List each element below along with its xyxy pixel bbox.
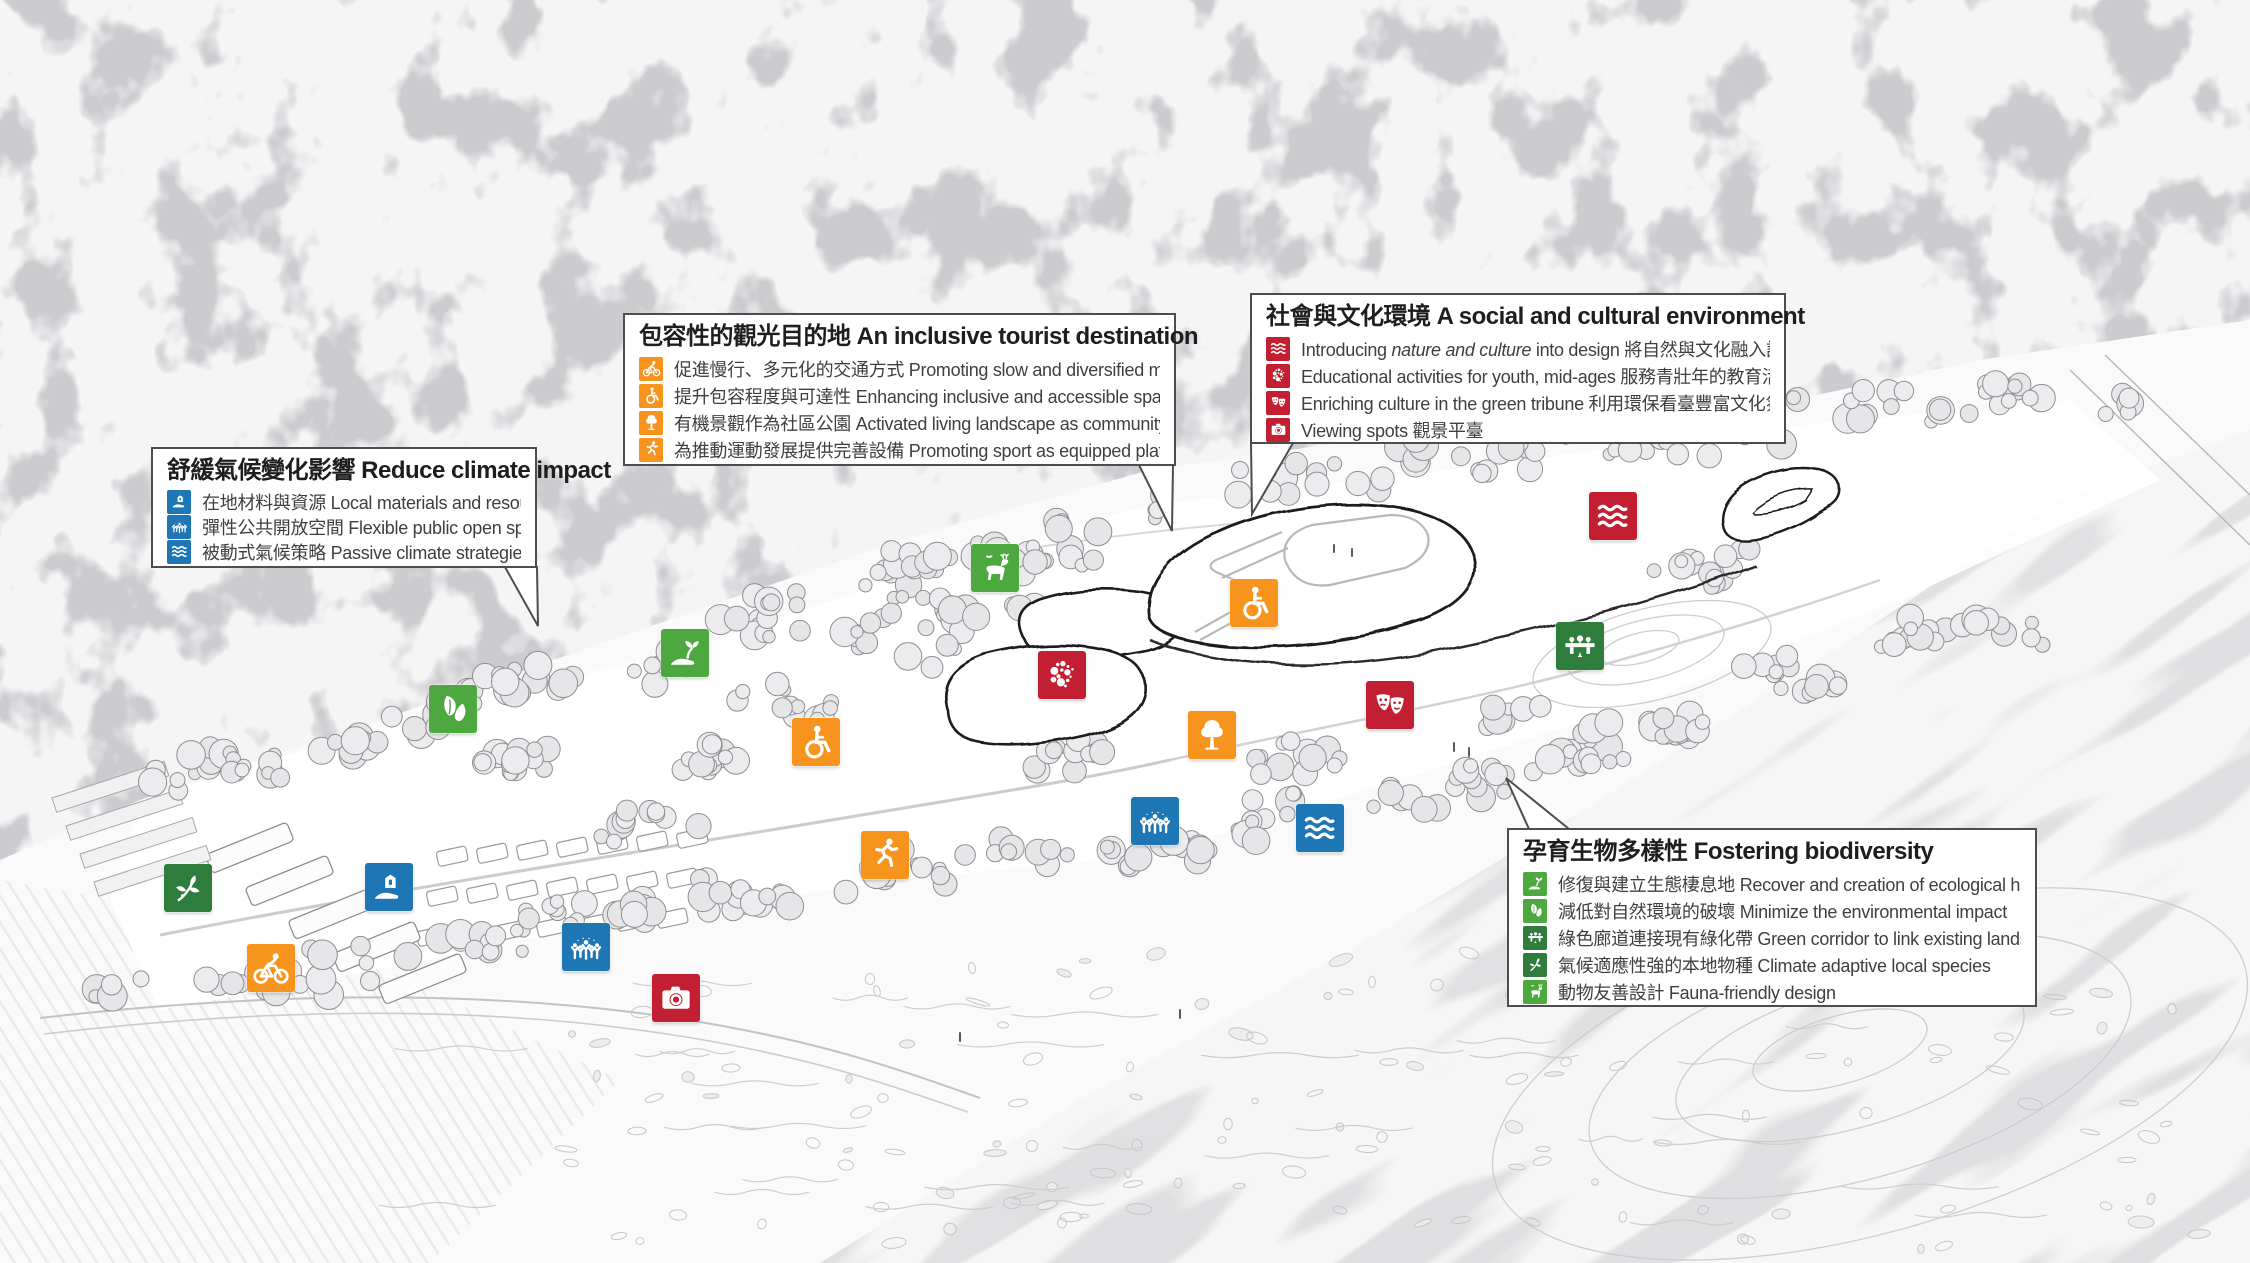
people-marks: [959, 544, 1470, 1042]
runner-map-icon: [861, 831, 909, 879]
legend-inclusive-tourist-destination: 包容性的觀光目的地 An inclusive tourist destinati…: [623, 313, 1199, 466]
legend-title: 孕育生物多樣性 Fostering biodiversity: [1523, 838, 1934, 865]
hand-sprout-icon: [1523, 871, 1547, 896]
leaves-icon: [1523, 898, 1547, 923]
wheelchair-map-icon: [792, 718, 840, 766]
legend-item-text: Enriching culture in the green tribune 利…: [1301, 393, 1770, 414]
dots-map-icon: [1038, 651, 1086, 699]
legend-item-text: Viewing spots 觀景平臺: [1301, 420, 1484, 441]
black-edge-path: [1149, 563, 1756, 666]
legend-item: 動物友善設計 Fauna-friendly design: [1523, 978, 2021, 1005]
legend-item: Educational activities for youth, mid-ag…: [1266, 362, 1770, 389]
leaves-map-icon: [429, 685, 477, 733]
legend-item-text: 綠色廊道連接現有綠化帶 Green corridor to link exist…: [1558, 928, 2021, 949]
legend-item: Viewing spots 觀景平臺: [1266, 416, 1770, 443]
legend-item: 在地材料與資源 Local materials and resources: [167, 489, 521, 514]
waves-map-icon: [1296, 804, 1344, 852]
hand-sprout-map-icon: [661, 629, 709, 677]
tree-icon: [639, 410, 663, 435]
crowd-map-icon: [562, 923, 610, 971]
legend-social-cultural-environment: 社會與文化環境 A social and cultural environmen…: [1250, 293, 1805, 444]
bike-map-icon: [247, 944, 295, 992]
legend-item: 為推動運動發展提供完善設備 Promoting sport as equippe…: [639, 436, 1160, 463]
legend-item-text: 促進慢行、多元化的交通方式 Promoting slow and diversi…: [674, 359, 1160, 380]
car-window-line: [1750, 488, 1814, 515]
branch-icon: [1523, 952, 1547, 977]
wheelchair-icon: [639, 383, 663, 408]
legend-item-text: 彈性公共開放空間 Flexible public open spaces: [202, 517, 521, 538]
legend-item-text: 為推動運動發展提供完善設備 Promoting sport as equippe…: [674, 440, 1160, 461]
legend-title: 包容性的觀光目的地 An inclusive tourist destinati…: [639, 323, 1199, 350]
legend-item: 有機景觀作為社區公園 Activated living landscape as…: [639, 409, 1160, 436]
legend-item: 被動式氣候策略 Passive climate strategies: [167, 539, 521, 564]
bike-icon: [639, 356, 663, 381]
legend-item-text: 有機景觀作為社區公園 Activated living landscape as…: [674, 413, 1160, 434]
car-pavilion: [1721, 467, 1842, 542]
legend-item: 綠色廊道連接現有綠化帶 Green corridor to link exist…: [1523, 924, 2021, 951]
materials-hand-icon: [167, 489, 191, 514]
green-corridor-icon: [1523, 925, 1547, 950]
deer-map-icon: [971, 544, 1019, 592]
legend-item: 提升包容程度與可達性 Enhancing inclusive and acces…: [639, 382, 1160, 409]
legend-item: Introducing nature and culture into desi…: [1266, 335, 1770, 362]
legend-item-text: Educational activities for youth, mid-ag…: [1301, 366, 1770, 387]
materials-hand-map-icon: [365, 863, 413, 911]
legend-title: 舒緩氣候變化影響 Reduce climate impact: [167, 457, 611, 484]
legend-item-text: 提升包容程度與可達性 Enhancing inclusive and acces…: [674, 386, 1160, 407]
tree-map-icon: [1188, 711, 1236, 759]
legend-item-text: 修復與建立生態棲息地 Recover and creation of ecolo…: [1558, 874, 2021, 895]
legend-item: 氣候適應性強的本地物種 Climate adaptive local speci…: [1523, 951, 2021, 978]
legend-item: Enriching culture in the green tribune 利…: [1266, 389, 1770, 416]
legend-item: 彈性公共開放空間 Flexible public open spaces: [167, 514, 521, 539]
masks-map-icon: [1366, 681, 1414, 729]
legend-fostering-biodiversity: 孕育生物多樣性 Fostering biodiversity 修復與建立生態棲息…: [1507, 828, 2037, 1007]
legend-item: 修復與建立生態棲息地 Recover and creation of ecolo…: [1523, 870, 2021, 897]
camera-map-icon: [652, 974, 700, 1022]
legend-item-text: 氣候適應性強的本地物種 Climate adaptive local speci…: [1558, 955, 1991, 976]
camera-icon: [1266, 417, 1290, 442]
legend-item-text: 減低對自然環境的破壞 Minimize the environmental im…: [1558, 901, 2007, 922]
legend-title: 社會與文化環境 A social and cultural environmen…: [1266, 303, 1805, 330]
legend-item-text: 動物友善設計 Fauna-friendly design: [1558, 982, 1836, 1003]
runner-icon: [639, 437, 663, 462]
theater-masks-icon: [1266, 390, 1290, 415]
legend-item: 促進慢行、多元化的交通方式 Promoting slow and diversi…: [639, 355, 1160, 382]
legend-item-text: 在地材料與資源 Local materials and resources: [202, 492, 521, 513]
waves-icon: [167, 539, 191, 564]
waves-icon: [1266, 336, 1290, 361]
dots-icon: [1266, 363, 1290, 388]
corridor-map-icon: [1556, 622, 1604, 670]
legend-reduce-climate-impact: 舒緩氣候變化影響 Reduce climate impact 在地材料與資源 L…: [151, 447, 611, 568]
legend-item-text: 被動式氣候策略 Passive climate strategies: [202, 542, 521, 563]
deer-icon: [1523, 979, 1547, 1004]
crowd-map-icon: [1131, 797, 1179, 845]
wheelchair-map-icon: [1230, 579, 1278, 627]
branch-map-icon: [164, 864, 212, 912]
crowd-icon: [167, 514, 191, 539]
waves-map-icon: [1589, 492, 1637, 540]
legend-item-text: Introducing nature and culture into desi…: [1301, 339, 1770, 360]
legend-item: 減低對自然環境的破壞 Minimize the environmental im…: [1523, 897, 2021, 924]
